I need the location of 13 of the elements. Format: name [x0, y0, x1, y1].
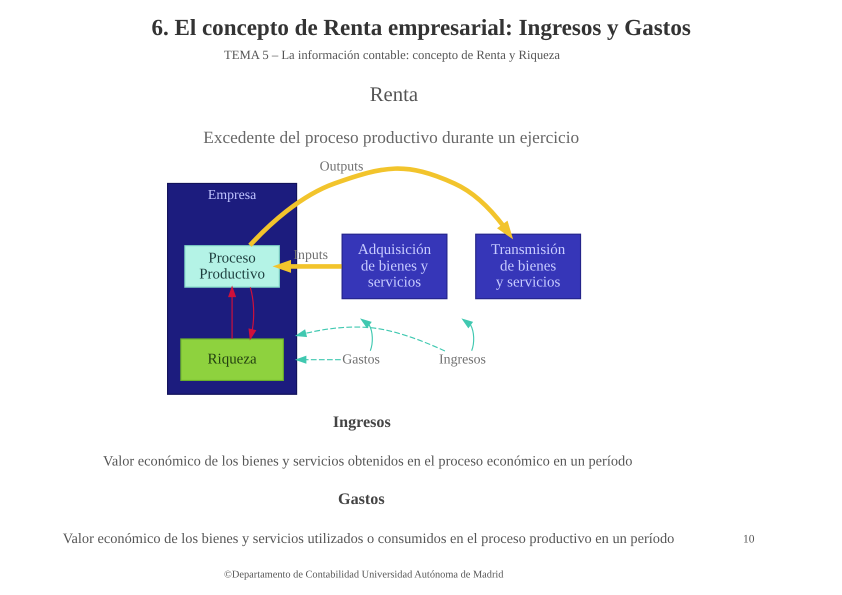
- node-text: Gastos: [342, 351, 380, 366]
- label: ©Departamento de Contabilidad Universidad Autónoma de Madrid: [224, 570, 504, 581]
- label: Valor económico de los bienes y servicios obtenidos en el proceso económico en un período: [103, 454, 632, 470]
- edge-label: Outputs: [320, 158, 364, 174]
- label: Excedente del proceso productivo durante un ejercicio: [203, 128, 580, 148]
- label: Ingresos: [332, 414, 391, 431]
- diagram-title: 6. El concepto de Renta empresarial: Ingresos y Gastos: [151, 14, 691, 40]
- node-text: Ingresos: [439, 351, 486, 366]
- label: Gastos: [338, 490, 385, 508]
- label: Valor económico de los bienes y servicios utilizados o consumidos en el proceso productivo en un período: [62, 530, 674, 547]
- label: Renta: [370, 84, 418, 106]
- label: 10: [742, 533, 754, 546]
- label: TEMA 5 – La información contable: concepto de Renta y Riqueza: [224, 48, 560, 62]
